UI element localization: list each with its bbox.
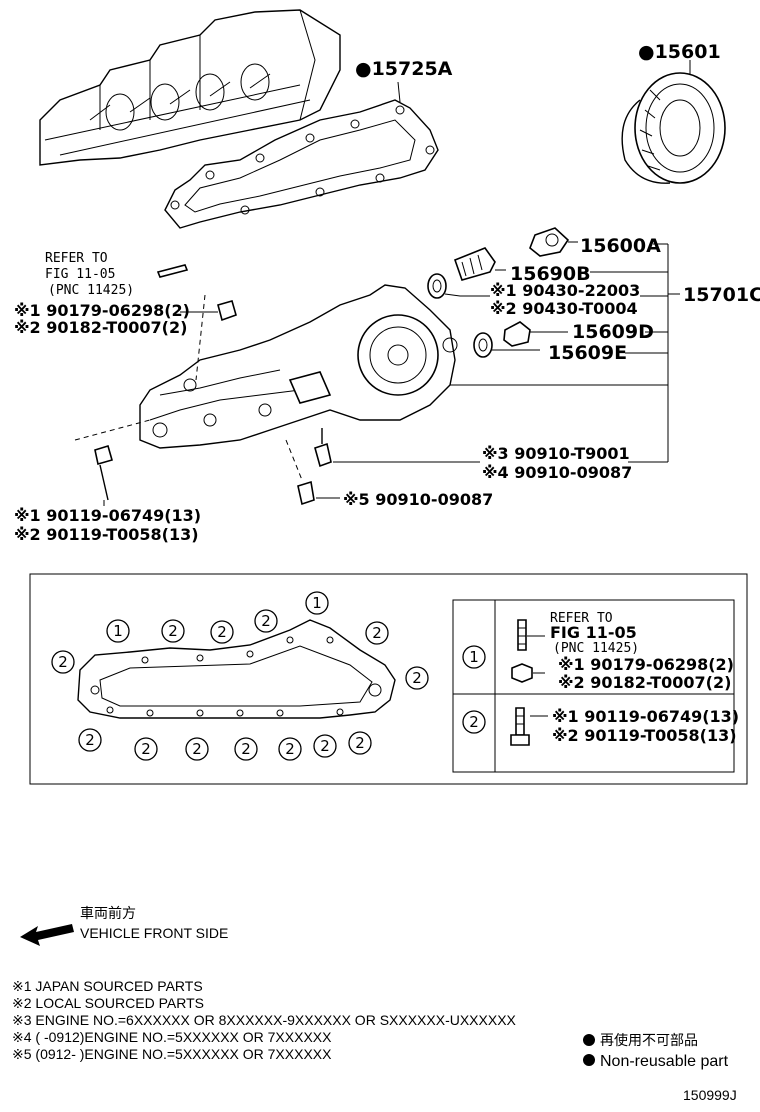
engine-block-illustration [39,9,341,166]
callout-15725A: ●15725A [355,58,453,80]
gasket-marker-circle [234,737,258,761]
note-2: ※2 LOCAL SOURCED PARTS [12,995,204,1011]
callout-90179-06298: ※1 90179-06298(2) [14,301,190,320]
note-1: ※1 JAPAN SOURCED PARTS [12,978,203,994]
gasket-marker-circle [313,734,337,758]
leader-lines [590,243,680,463]
gasket-marker-circle [348,731,372,755]
gasket-marker-label: 2 [58,653,68,671]
row1-key: 1 [469,648,479,666]
gasket-marker-circle [185,737,209,761]
legend-jp: 再使用不可部品 [600,1032,698,1048]
gasket-marker-label: 2 [141,740,151,758]
gasket-marker-label: 2 [372,624,382,642]
refer-to-label: REFER TO [45,251,108,266]
callout-90182-T0007: ※2 90182-T0007(2) [14,318,187,337]
bolts-illustration [74,264,480,506]
refer-pnc-label: (PNC 11425) [48,283,134,298]
gasket-markers: 1 2 2 2 1 2 2 2 2 2 2 2 2 2 2 [51,591,429,761]
inset-frame [29,573,748,785]
front-arrow-icon [20,924,74,946]
figure-id: 150999J [683,1087,737,1103]
gasket-marker-label: 1 [113,622,123,640]
gasket-marker-circle [405,666,429,690]
callout-15690B: 15690B [510,263,591,285]
gasket-marker-label: 1 [312,594,322,612]
gasket-marker-label: 2 [241,740,251,758]
inset-row2-part-a: ※1 90119-06749(13) [552,707,739,726]
inset-refer-pnc: (PNC 11425) [553,641,639,656]
callout-90910-T9001: ※3 90910-T9001 [482,444,630,463]
row2-key-circle [462,710,486,734]
inset-gasket-illustration [77,619,396,719]
inset-refer-to: REFER TO [550,611,613,626]
callout-90910-09087-s4: ※4 90910-09087 [482,463,632,482]
gasket-marker-circle [134,737,158,761]
gasket-marker-label: 2 [412,669,422,687]
inset-row1-parts-illustration [511,619,545,683]
inset-row1-part-b: ※2 90182-T0007(2) [558,673,731,692]
note-4: ※4 ( -0912)ENGINE NO.=5XXXXXX OR 7XXXXXX [12,1029,332,1045]
row1-key-circle [462,645,486,669]
note-5: ※5 (0912- )ENGINE NO.=5XXXXXX OR 7XXXXXX [12,1046,332,1062]
callout-15609D: 15609D [572,321,654,343]
gasket-marker-label: 2 [285,740,295,758]
oil-cooler-assembly-illustration [139,284,668,449]
gasket-marker-circle [210,620,234,644]
oil-filter-illustration [621,60,726,184]
callout-90430-T0004: ※2 90430-T0004 [490,299,638,318]
callout-90119-T0058: ※2 90119-T0058(13) [14,525,199,544]
gasket-marker-circle [278,737,302,761]
inset-row2-parts-illustration [510,707,548,746]
vehicle-front-en: VEHICLE FRONT SIDE [80,925,228,941]
row2-key: 2 [469,713,479,731]
callout-90430-22003: ※1 90430-22003 [490,281,640,300]
callout-15600A: 15600A [580,235,661,257]
callout-90119-06749: ※1 90119-06749(13) [14,506,201,525]
refer-fig-label: FIG 11-05 [45,267,115,282]
note-3: ※3 ENGINE NO.=6XXXXXX OR 8XXXXXX-9XXXXXX… [12,1012,517,1028]
gasket-marker-label: 2 [192,740,202,758]
gasket-marker-circle [51,650,75,674]
callout-15609E: 15609E [548,342,627,364]
gasket-marker-label: 2 [355,734,365,752]
gasket-marker-circle [305,591,329,615]
inset-row2-part-b: ※2 90119-T0058(13) [552,726,737,745]
inset-refer-fig: FIG 11-05 [550,623,637,642]
gasket-marker-circle [254,609,278,633]
relief-valve-parts-illustration [427,227,578,358]
callout-15701C: 15701C [683,284,760,306]
callout-15601: ●15601 [638,41,721,63]
gasket-marker-label: 2 [168,622,178,640]
callout-90910-09087-s5: ※5 90910-09087 [343,490,493,509]
oil-cooler-gasket-illustration [164,81,439,229]
gasket-marker-label: 2 [320,737,330,755]
gasket-marker-circle [365,621,389,645]
legend-en: Non-reusable part [600,1053,729,1070]
gasket-marker-label: 2 [85,731,95,749]
non-reusable-bullet-icon-2 [583,1054,595,1066]
inset-table [452,599,735,773]
vehicle-front-jp: 車両前方 [80,905,136,921]
gasket-marker-label: 2 [261,612,271,630]
gasket-marker-circle [106,619,130,643]
gasket-marker-label: 2 [217,623,227,641]
non-reusable-bullet-icon [583,1034,595,1046]
gasket-marker-circle [161,619,185,643]
gasket-marker-circle [78,728,102,752]
inset-row1-part-a: ※1 90179-06298(2) [558,655,734,674]
